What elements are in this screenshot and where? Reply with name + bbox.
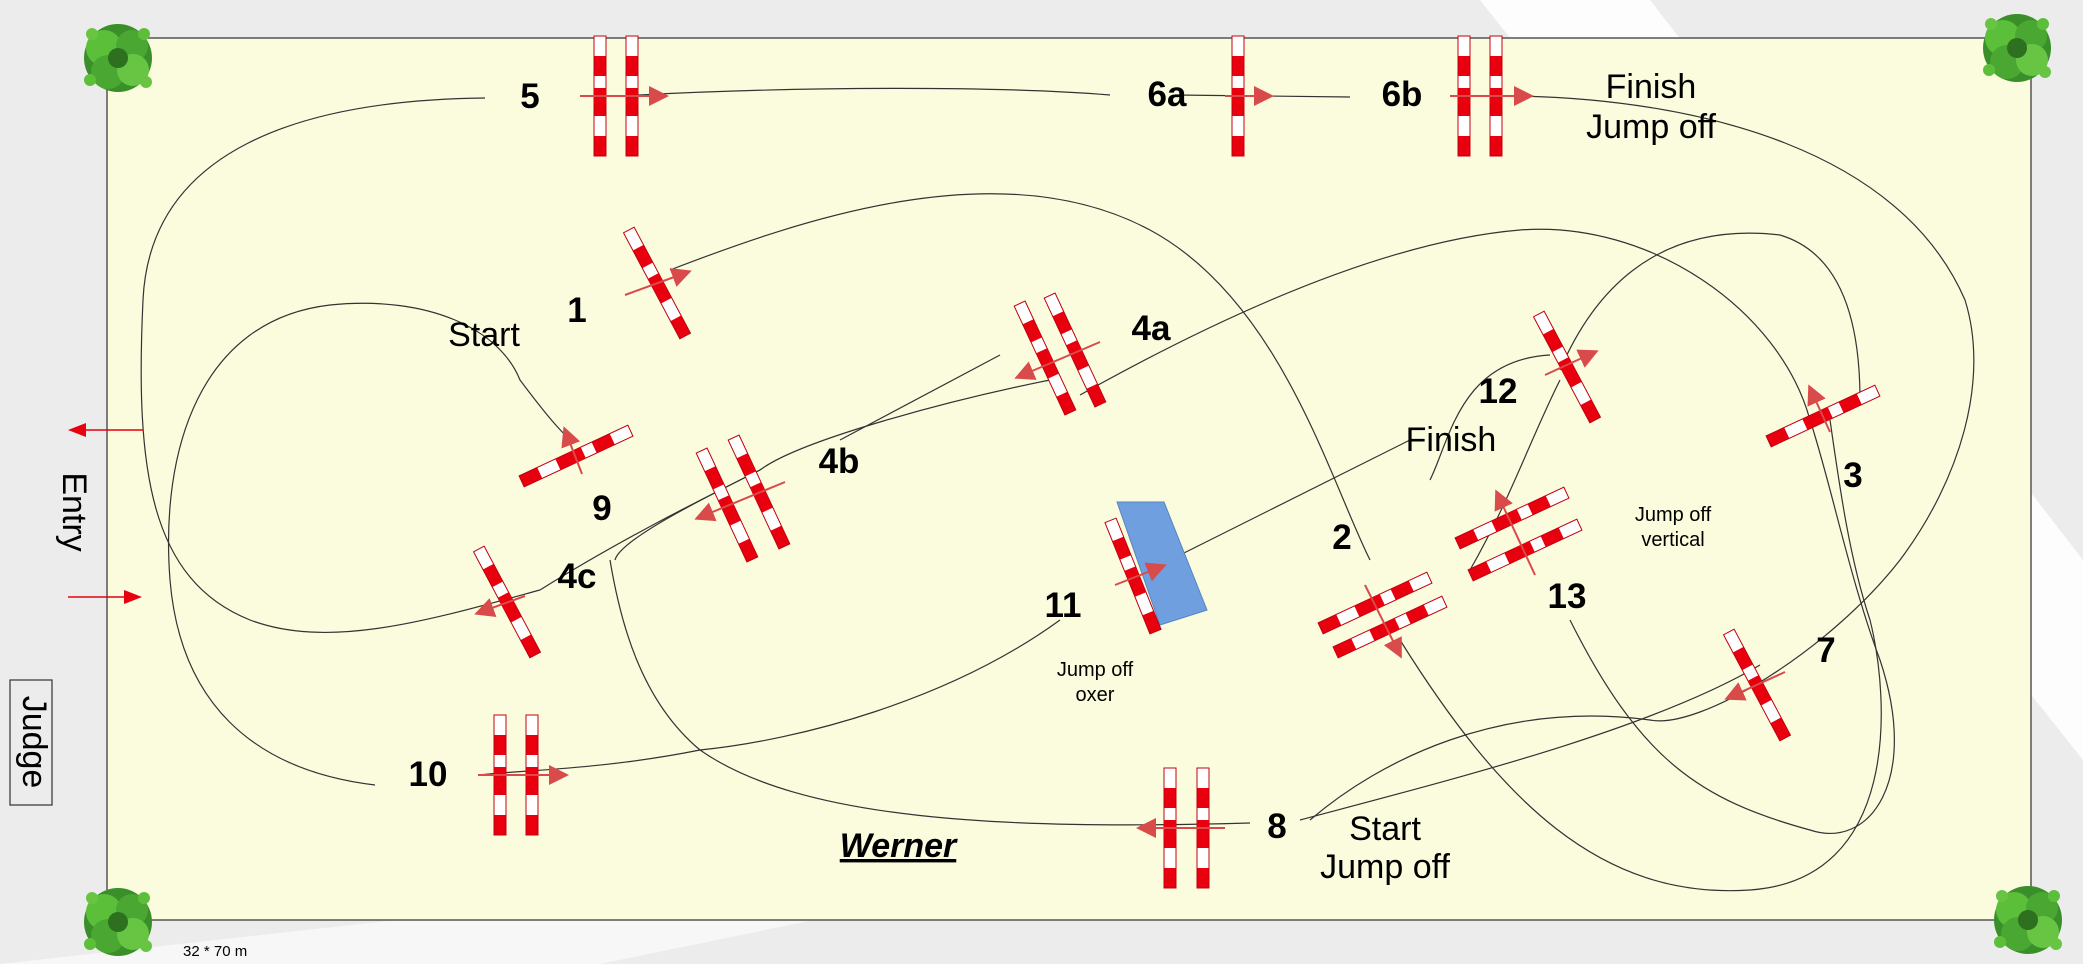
- jump-off-vertical-label: vertical: [1641, 529, 1704, 551]
- obstacle-label: 9: [592, 489, 611, 528]
- obstacle-2: [1317, 571, 1448, 659]
- obstacle-1: [623, 226, 692, 340]
- obstacle-label: 3: [1843, 456, 1862, 495]
- finish-jump-off-label: Finish: [1606, 68, 1697, 106]
- obstacle-label: 2: [1332, 518, 1351, 557]
- obstacle-label: 4b: [819, 442, 860, 481]
- tree-icon: [84, 888, 152, 956]
- finish-label: Finish: [1406, 421, 1497, 459]
- arena: [106, 37, 2032, 921]
- obstacle-label: 4c: [558, 557, 597, 596]
- obstacle-6a: [1225, 35, 1274, 157]
- entry-arrows: [68, 423, 143, 604]
- obstacle-label: 5: [520, 77, 539, 116]
- obstacle-label: 1: [567, 291, 586, 330]
- arena-size: 32 * 70 m: [183, 943, 247, 960]
- start-jump-off-label: Start: [1349, 810, 1421, 848]
- jump-off-oxer-label: oxer: [1076, 684, 1115, 706]
- obstacle-label: 4a: [1132, 309, 1171, 348]
- start-jump-off-label: Jump off: [1320, 848, 1450, 886]
- obstacle-label: 13: [1548, 577, 1587, 616]
- jump-off-oxer-label: Jump off: [1057, 659, 1134, 681]
- obstacle-4a: [1013, 292, 1107, 416]
- entry-label: Entry: [55, 472, 93, 551]
- obstacle-label: 12: [1479, 372, 1518, 411]
- course-path: [140, 87, 1975, 892]
- obstacle-label: 6a: [1148, 75, 1187, 114]
- obstacle-4c: [473, 545, 541, 659]
- obstacle-9: [518, 424, 634, 488]
- obstacle-3: [1765, 384, 1881, 448]
- obstacle-11: [1104, 501, 1208, 635]
- judge-label: Judge: [15, 696, 53, 789]
- judge-box: Judge: [9, 679, 53, 806]
- obstacle-5: [580, 35, 669, 157]
- obstacle-13: [1454, 486, 1583, 582]
- obstacle-4b: [694, 434, 791, 563]
- jump-off-vertical-label: Jump off: [1635, 504, 1712, 526]
- obstacle-10: [478, 714, 569, 836]
- obstacle-8: [1136, 767, 1225, 889]
- obstacle-label: 8: [1267, 807, 1286, 846]
- obstacle-label: 7: [1816, 631, 1835, 670]
- obstacle-6b: [1450, 35, 1534, 157]
- finish-jump-off-label: Jump off: [1586, 108, 1716, 146]
- start-label: Start: [448, 316, 520, 354]
- tree-icon: [1994, 886, 2062, 954]
- obstacle-label: 6b: [1382, 75, 1423, 114]
- obstacle-label: 10: [409, 755, 448, 794]
- obstacle-label: 11: [1045, 586, 1082, 625]
- obstacle-12: [1533, 310, 1601, 424]
- designer-name: Werner: [840, 827, 958, 865]
- tree-icon: [1983, 14, 2051, 82]
- obstacle-7: [1723, 628, 1791, 742]
- tree-icon: [84, 24, 152, 92]
